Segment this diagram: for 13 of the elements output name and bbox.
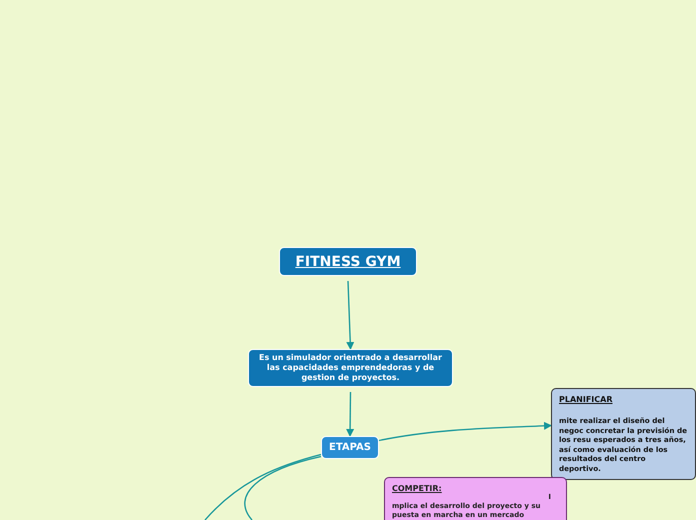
stage-box xyxy=(321,436,379,459)
topic-card xyxy=(551,388,696,480)
node-heading: COMPETIR: xyxy=(392,484,443,493)
connector-arrow xyxy=(378,422,552,442)
node-heading: PLANIFICAR xyxy=(559,395,614,404)
node-heading: FITNESS GYM xyxy=(295,254,401,270)
description-box xyxy=(248,349,453,387)
connector-arrow xyxy=(346,392,354,437)
connector-arrow xyxy=(346,280,354,350)
topic-card xyxy=(384,477,567,520)
title-box xyxy=(279,247,417,276)
node-heading: Es un simulador orientrado a desarrollar las capacidades emprendedoras y de gestion de proyectos. xyxy=(258,353,443,383)
node-heading: ETAPAS xyxy=(329,442,371,453)
